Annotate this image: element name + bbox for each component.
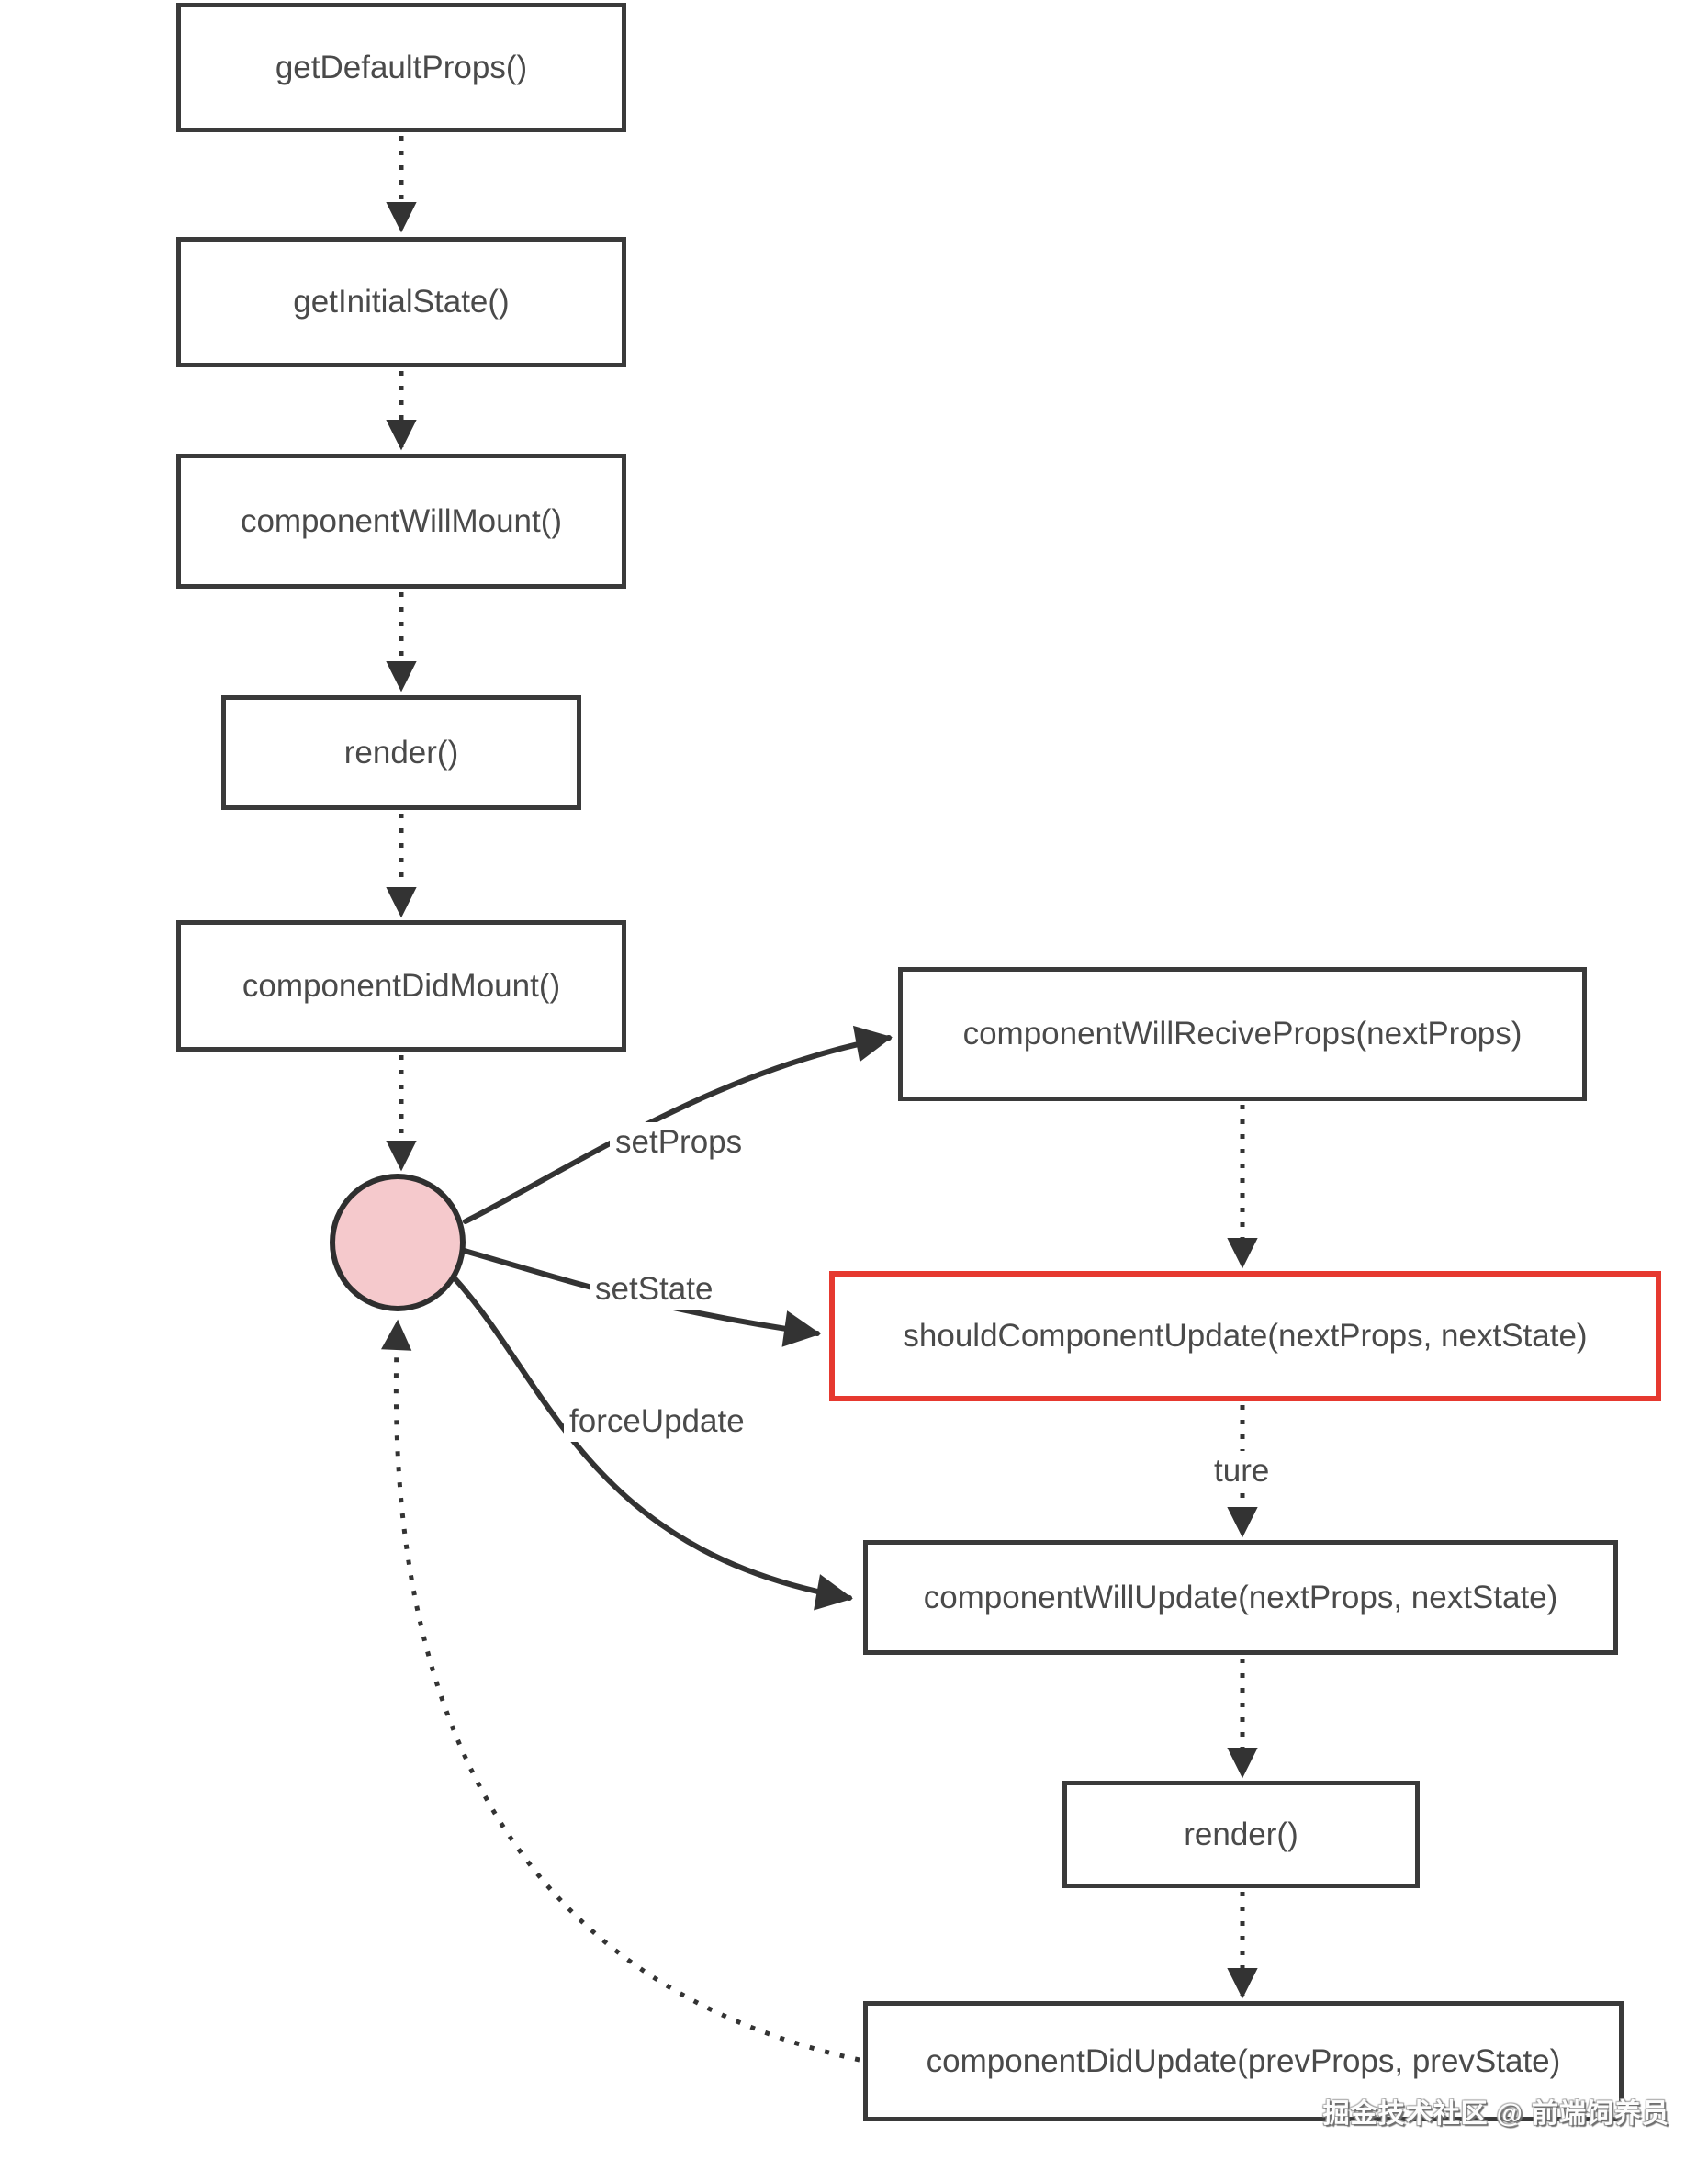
node-should-component-update: shouldComponentUpdate(nextProps, nextSta… [829,1271,1661,1401]
edge-label-forceupdate: forceUpdate [564,1401,750,1442]
solid-arrow-forceupdate [452,1276,853,1611]
node-component-will-mount: componentWillMount() [176,454,626,589]
node-render-mount: render() [221,695,581,810]
state-circle [330,1174,466,1311]
node-get-default-props: getDefaultProps() [176,3,626,132]
edge-label-ture: ture [1208,1451,1275,1491]
node-component-will-update: componentWillUpdate(nextProps, nextState… [863,1540,1618,1655]
watermark: 掘金技术社区 @ 前端饲养员 [1322,2099,1669,2129]
edge-label-setstate: setState [590,1269,719,1310]
node-component-will-recive-props: componentWillReciveProps(nextProps) [898,967,1587,1101]
node-render-update: render() [1062,1781,1420,1888]
node-component-did-update: componentDidUpdate(prevProps, prevState) [863,2001,1624,2121]
solid-arrow-setprops [463,1025,893,1224]
node-component-did-mount: componentDidMount() [176,920,626,1052]
edge-label-setprops: setProps [610,1122,748,1163]
node-get-initial-state: getInitialState() [176,237,626,367]
